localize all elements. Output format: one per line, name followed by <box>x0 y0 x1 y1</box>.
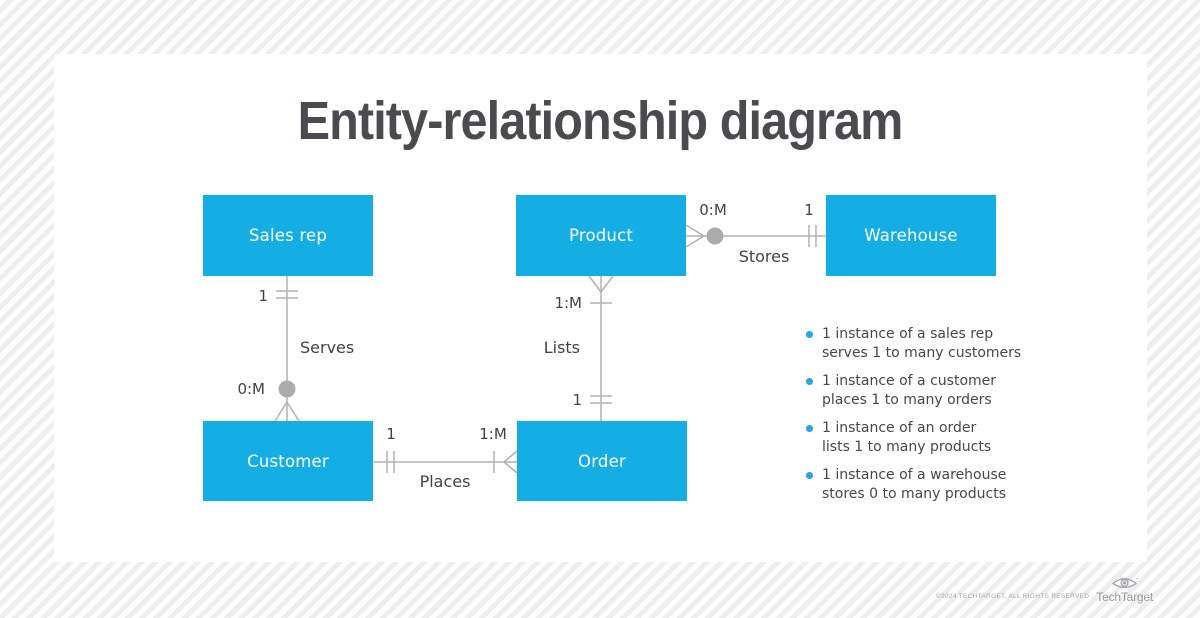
crows-foot-icon <box>274 401 300 422</box>
serves-cardinality-customer: 0:M <box>237 380 265 398</box>
entity-product: Product <box>516 195 686 276</box>
note-item: 1 instance of a sales rep serves 1 to ma… <box>804 325 1124 363</box>
one-and-only-one-tick-icon <box>590 395 612 404</box>
page-title: Entity-relationship diagram <box>54 92 1147 150</box>
places-cardinality-customer: 1 <box>386 425 396 443</box>
zero-circle-icon <box>278 380 296 398</box>
entity-order-label: Order <box>578 451 626 471</box>
crows-foot-icon <box>588 275 614 293</box>
footer: ©2024 TECHTARGET, ALL RIGHTS RESERVED Te… <box>936 576 1153 603</box>
places-relationship-label: Places <box>419 472 471 491</box>
places-cardinality-order: 1:M <box>479 425 507 443</box>
entity-customer: Customer <box>203 421 373 501</box>
entity-customer-label: Customer <box>247 451 329 471</box>
entity-sales-rep: Sales rep <box>203 195 373 276</box>
brand-name: TechTarget <box>1096 590 1153 604</box>
connector-layer <box>274 224 826 474</box>
places-connector <box>372 450 518 474</box>
entity-sales-rep-label: Sales rep <box>248 226 327 245</box>
entity-warehouse: Warehouse <box>826 195 996 276</box>
lists-connector <box>588 275 614 421</box>
notes-list: 1 instance of a sales rep serves 1 to ma… <box>804 325 1124 513</box>
diagram-card: Entity-relationship diagram <box>54 54 1147 562</box>
note-item: 1 instance of a customer places 1 to man… <box>804 372 1124 410</box>
bullet-dot-icon <box>806 425 813 432</box>
lists-cardinality-product: 1:M <box>554 294 582 312</box>
stores-relationship-label: Stores <box>738 247 790 266</box>
note-line: 1 instance of a sales rep <box>822 326 994 342</box>
bullet-dot-icon <box>806 472 813 479</box>
entity-warehouse-label: Warehouse <box>864 226 958 245</box>
er-diagram: Sales rep Product Warehouse Customer Ord… <box>54 54 1147 562</box>
bullet-dot-icon <box>806 331 813 338</box>
note-item: 1 instance of a warehouse stores 0 to ma… <box>804 466 1124 504</box>
one-and-only-one-tick-icon <box>808 225 817 247</box>
lists-cardinality-order: 1 <box>572 391 582 409</box>
note-line: serves 1 to many customers <box>822 345 1022 361</box>
stores-cardinality-product: 0:M <box>699 201 727 219</box>
zero-circle-icon <box>706 227 724 245</box>
entity-order: Order <box>517 421 687 501</box>
crows-foot-icon <box>685 224 705 248</box>
serves-connector <box>274 276 300 422</box>
eye-icon <box>1111 578 1138 589</box>
lists-relationship-label: Lists <box>543 338 580 357</box>
note-line: places 1 to many orders <box>822 392 992 408</box>
copyright-text: ©2024 TECHTARGET, ALL RIGHTS RESERVED <box>936 593 1090 600</box>
note-item: 1 instance of an order lists 1 to many p… <box>804 419 1124 457</box>
bullet-dot-icon <box>806 378 813 385</box>
note-line: 1 instance of a customer <box>822 373 997 389</box>
note-line: lists 1 to many products <box>822 439 992 455</box>
stores-cardinality-warehouse: 1 <box>804 201 814 219</box>
one-and-only-one-tick-icon <box>276 290 298 299</box>
page-title-text: Entity-relationship diagram <box>298 91 904 151</box>
serves-cardinality-sales-rep: 1 <box>258 287 268 305</box>
note-line: 1 instance of an order <box>822 420 977 436</box>
one-and-only-one-tick-icon <box>386 451 395 473</box>
stores-connector <box>685 224 826 248</box>
techtarget-logo: TechTarget <box>1096 576 1153 603</box>
entity-product-label: Product <box>568 226 634 245</box>
note-line: 1 instance of a warehouse <box>822 467 1007 483</box>
crows-foot-icon <box>503 450 518 474</box>
note-line: stores 0 to many products <box>822 486 1006 502</box>
serves-relationship-label: Serves <box>300 338 355 357</box>
